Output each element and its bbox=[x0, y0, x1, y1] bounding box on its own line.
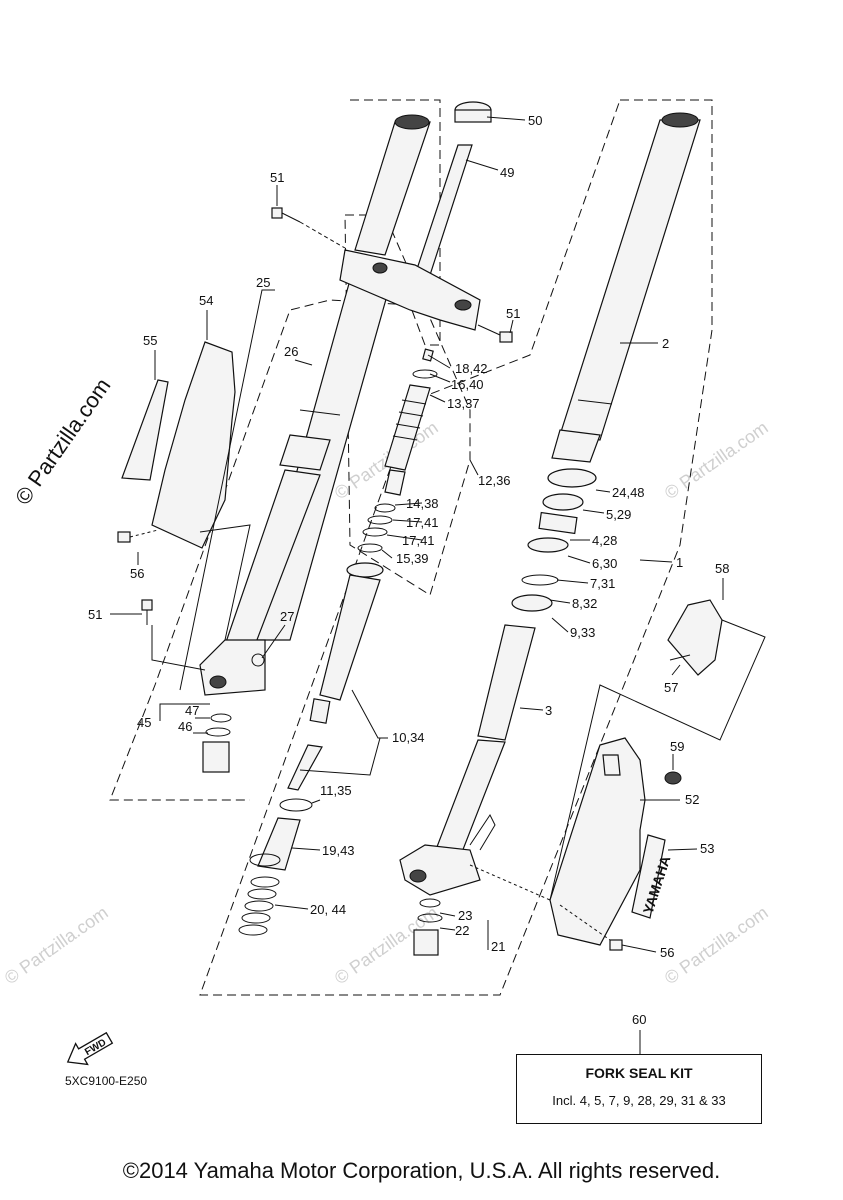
label-12-36[interactable]: 12,36 bbox=[478, 473, 511, 488]
watermark-text: © Partzilla.com bbox=[661, 902, 772, 988]
bolt-56-upper bbox=[117, 531, 131, 543]
label-24-48[interactable]: 24,48 bbox=[612, 485, 645, 500]
label-51[interactable]: 51 bbox=[270, 170, 284, 185]
label-53[interactable]: 53 bbox=[700, 841, 714, 856]
label-50[interactable]: 50 bbox=[528, 113, 542, 128]
label-9-33[interactable]: 9,33 bbox=[570, 625, 595, 640]
label-57[interactable]: 57 bbox=[664, 680, 678, 695]
damper-rod bbox=[238, 562, 384, 936]
label-58[interactable]: 58 bbox=[715, 561, 729, 576]
label-11-35[interactable]: 11,35 bbox=[320, 783, 352, 798]
label-51[interactable]: 51 bbox=[506, 306, 520, 321]
bolt-56-lower bbox=[609, 939, 623, 951]
fork-guard-right bbox=[549, 737, 646, 946]
label-1[interactable]: 1 bbox=[676, 555, 683, 570]
guard-decal-right bbox=[631, 834, 666, 919]
left-upper-tube bbox=[354, 121, 431, 256]
label-23[interactable]: 23 bbox=[458, 908, 472, 923]
fork-spring bbox=[238, 876, 280, 936]
label-2[interactable]: 2 bbox=[662, 336, 669, 351]
guard-decal bbox=[121, 379, 169, 481]
label-19-43[interactable]: 19,43 bbox=[322, 843, 355, 858]
label-20-44[interactable]: 20, 44 bbox=[310, 902, 346, 917]
part-labels: 50 49 51 25 54 55 26 51 2 18,42 16,40 13… bbox=[88, 113, 729, 1027]
label-56[interactable]: 56 bbox=[130, 566, 144, 581]
watermark-text: © Partzilla.com bbox=[1, 902, 112, 988]
label-3[interactable]: 3 bbox=[545, 703, 552, 718]
steering-stem bbox=[339, 101, 492, 331]
axle-collar-left bbox=[202, 713, 232, 773]
label-45[interactable]: 45 bbox=[137, 715, 151, 730]
fork-guard-left bbox=[117, 341, 251, 641]
label-8-32[interactable]: 8,32 bbox=[572, 596, 597, 611]
seal-kit-description: Incl. 4, 5, 7, 9, 28, 29, 31 & 33 bbox=[552, 1093, 726, 1108]
left-dust-seal bbox=[279, 434, 331, 471]
label-13-37[interactable]: 13,37 bbox=[447, 396, 480, 411]
seal-kit-title: FORK SEAL KIT bbox=[585, 1065, 693, 1081]
label-6-30[interactable]: 6,30 bbox=[592, 556, 617, 571]
label-14-38[interactable]: 14,38 bbox=[406, 496, 439, 511]
label-60[interactable]: 60 bbox=[632, 1012, 646, 1027]
fwd-label: FWD bbox=[83, 1037, 108, 1058]
right-outer-tube bbox=[559, 119, 701, 441]
label-17-41[interactable]: 17,41 bbox=[406, 515, 439, 530]
label-46[interactable]: 46 bbox=[178, 719, 192, 734]
diagram-code: 5XC9100-E250 bbox=[65, 1074, 148, 1088]
label-51[interactable]: 51 bbox=[88, 607, 102, 622]
label-4-28[interactable]: 4,28 bbox=[592, 533, 617, 548]
rebound-spring-seat bbox=[257, 817, 301, 871]
label-59[interactable]: 59 bbox=[670, 739, 684, 754]
label-22[interactable]: 22 bbox=[455, 923, 469, 938]
label-17-41[interactable]: 17,41 bbox=[402, 533, 435, 548]
right-dust-seal bbox=[551, 429, 601, 463]
watermark-text: © Partzilla.com bbox=[661, 417, 772, 503]
axle-collar bbox=[413, 898, 443, 956]
label-15-39[interactable]: 15,39 bbox=[396, 551, 429, 566]
seal-stack bbox=[511, 468, 597, 612]
label-54[interactable]: 54 bbox=[199, 293, 213, 308]
bolt-51-upper bbox=[271, 207, 346, 249]
copyright-notice: ©2014 Yamaha Motor Corporation, U.S.A. A… bbox=[122, 1158, 721, 1183]
label-7-31[interactable]: 7,31 bbox=[590, 576, 615, 591]
label-16-40[interactable]: 16,40 bbox=[451, 377, 484, 392]
label-10-34[interactable]: 10,34 bbox=[392, 730, 425, 745]
left-axle-bracket bbox=[199, 639, 266, 696]
nut-59 bbox=[664, 771, 682, 785]
steering-shaft bbox=[415, 144, 473, 276]
bolt-51-mid bbox=[477, 324, 513, 343]
right-fork bbox=[399, 112, 701, 956]
label-21[interactable]: 21 bbox=[491, 939, 505, 954]
bolt-51-lower bbox=[141, 599, 206, 671]
label-49[interactable]: 49 bbox=[500, 165, 514, 180]
damper-cartridge bbox=[357, 348, 438, 553]
label-18-42[interactable]: 18,42 bbox=[455, 361, 488, 376]
label-27[interactable]: 27 bbox=[280, 609, 294, 624]
label-52[interactable]: 52 bbox=[685, 792, 699, 807]
fwd-arrow-icon: FWD bbox=[66, 1031, 114, 1066]
label-26[interactable]: 26 bbox=[284, 344, 298, 359]
label-5-29[interactable]: 5,29 bbox=[606, 507, 631, 522]
leader-lines bbox=[110, 116, 724, 1054]
label-25[interactable]: 25 bbox=[256, 275, 270, 290]
left-fork bbox=[199, 114, 431, 696]
fork-protector bbox=[667, 599, 723, 676]
right-inner-tube bbox=[477, 624, 536, 741]
fork-guard-left bbox=[151, 341, 236, 549]
assembly-outline-right bbox=[199, 99, 713, 996]
label-55[interactable]: 55 bbox=[143, 333, 157, 348]
fork-seal-kit-box: FORK SEAL KIT Incl. 4, 5, 7, 9, 28, 29, … bbox=[516, 1054, 762, 1124]
right-axle-bracket bbox=[399, 844, 481, 896]
label-56[interactable]: 56 bbox=[660, 945, 674, 960]
label-47[interactable]: 47 bbox=[185, 703, 199, 718]
left-tube-cap bbox=[394, 114, 430, 130]
